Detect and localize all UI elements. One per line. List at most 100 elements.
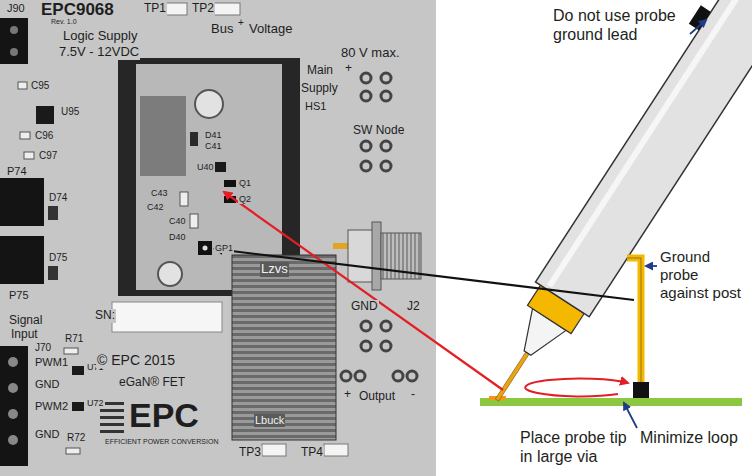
mounting-hole — [158, 262, 182, 286]
silkscreen-label: GND — [350, 300, 379, 314]
silkscreen-label: EPC9068 — [40, 0, 115, 20]
leader-line — [624, 403, 637, 428]
silkscreen-label: + — [237, 17, 245, 29]
pad — [381, 341, 391, 351]
inductor — [232, 255, 336, 440]
silkscreen-label: Logic Supply — [62, 29, 138, 44]
silkscreen-label: 80 V max. — [340, 46, 401, 61]
gate-chip — [72, 402, 84, 411]
scope-probe — [460, 0, 752, 417]
silkscreen-label: TP4 — [300, 446, 324, 460]
pad — [361, 161, 371, 171]
silkscreen-label: EFFICIENT POWER CONVERSION — [104, 438, 219, 446]
driver-chip — [214, 162, 226, 172]
post-hole — [203, 246, 208, 251]
pad — [361, 321, 371, 331]
silkscreen-label: PWM2 — [34, 400, 69, 413]
silkscreen-label: U40 — [196, 162, 215, 172]
silkscreen-label: R71 — [64, 333, 84, 345]
silkscreen-label: Main — [306, 64, 334, 78]
callout-note: Place probe tip in large via — [520, 428, 642, 466]
silkscreen-label: Rev. 1.0 — [50, 18, 78, 26]
silkscreen-label: R72 — [66, 432, 86, 444]
silkscreen-label: TP2 — [191, 2, 215, 16]
silkscreen-label: J90 — [6, 2, 26, 15]
power-connector — [0, 18, 28, 64]
test-point — [214, 3, 240, 15]
silkscreen-label: TP3 — [238, 446, 262, 460]
silkscreen-label: GP1 — [214, 243, 234, 253]
capacitor — [190, 214, 198, 228]
test-point — [324, 444, 348, 456]
silkscreen-label: GND — [34, 378, 60, 391]
silkscreen-label: Voltage — [248, 22, 293, 37]
pin-header — [0, 178, 44, 226]
pad — [361, 73, 371, 83]
silkscreen-label: GND — [34, 428, 60, 441]
silkscreen-label: eGaN® FET — [118, 376, 186, 390]
silkscreen-label: © EPC 2015 — [96, 352, 176, 368]
mounting-hole — [195, 90, 223, 118]
silkscreen-label: D74 — [48, 192, 68, 204]
gate-chip — [72, 366, 84, 375]
silkscreen-label: TP1 — [143, 2, 167, 16]
callout-note: Ground probe against post — [660, 248, 748, 302]
ground-post — [198, 241, 212, 255]
heatsink-fin — [140, 96, 186, 176]
silkscreen-label: Lbuck — [254, 414, 285, 427]
silkscreen-label: C96 — [34, 130, 54, 142]
gan-fet — [224, 180, 236, 187]
silkscreen-label: HS1 — [304, 100, 327, 113]
terminal-screw — [8, 435, 18, 445]
silkscreen-label: SN: — [94, 309, 116, 323]
silkscreen-label: D40 — [168, 232, 187, 242]
silkscreen-label: U72 — [86, 398, 105, 408]
sma-flange — [372, 222, 381, 290]
silkscreen-label: 7.5V - 12VDC — [58, 45, 140, 60]
sma-connector — [348, 230, 373, 282]
tip-pointer — [224, 192, 503, 390]
diode — [190, 132, 198, 146]
silkscreen-label: Q1 — [238, 178, 252, 188]
stripe — [100, 430, 124, 433]
terminal-screw — [8, 383, 18, 393]
stripe — [100, 416, 124, 419]
silkscreen-label: P75 — [8, 289, 30, 302]
serial-box — [112, 302, 222, 332]
callout-note: Do not use probe ground lead — [553, 6, 693, 44]
stripe — [100, 409, 124, 412]
silkscreen-label: D41 — [204, 130, 223, 140]
pcb-cross-section — [480, 398, 742, 406]
capacitor-pad — [18, 82, 27, 89]
leader-line — [690, 20, 706, 34]
silkscreen-label: - — [410, 388, 416, 402]
silkscreen-label: Q2 — [238, 194, 252, 204]
ground-lead-socket — [689, 5, 711, 30]
silkscreen-label: J70 — [34, 342, 52, 354]
resistor — [64, 348, 78, 354]
pad — [381, 321, 391, 331]
pad — [341, 371, 351, 381]
diode — [48, 206, 58, 220]
pcb-board — [0, 0, 436, 476]
silkscreen-label: Input — [10, 328, 39, 342]
silkscreen-label: Bus — [210, 22, 234, 37]
silkscreen-label: C97 — [38, 150, 58, 162]
regulator-chip — [36, 106, 54, 124]
silkscreen-label: J2 — [406, 300, 421, 314]
silkscreen-label: D75 — [48, 252, 68, 264]
ground-spring-edge — [627, 258, 641, 384]
silkscreen-label: Output — [358, 390, 396, 404]
callout-note: Minimize loop — [640, 428, 748, 447]
pad — [361, 141, 371, 151]
silkscreen-label: C43 — [150, 188, 169, 198]
connector-pin — [10, 48, 18, 56]
silkscreen-label: Signal — [8, 314, 43, 328]
pin-header — [0, 236, 44, 284]
pad — [355, 371, 365, 381]
test-point — [165, 3, 187, 15]
leader-line — [646, 265, 657, 267]
silkscreen-label: Supply — [300, 82, 339, 96]
